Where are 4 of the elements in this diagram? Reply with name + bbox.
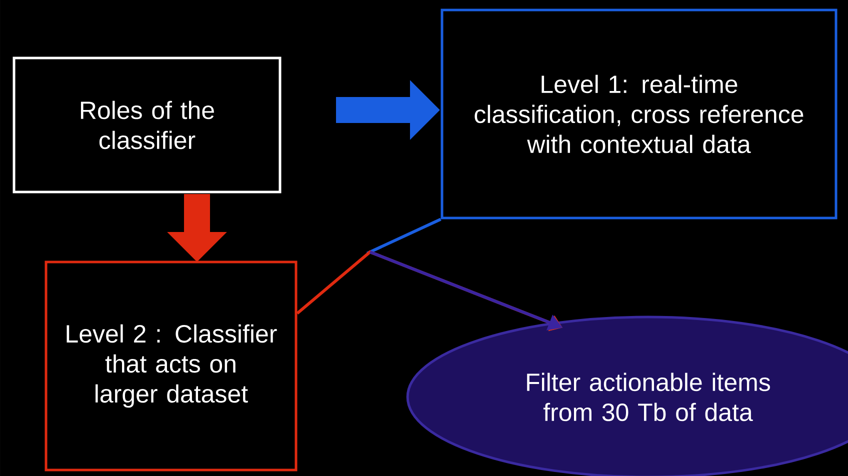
text-box: Level 2 : Classifier that acts on larger dataset — [44, 260, 298, 472]
ellipse-node: Filter actionable items from 30 Tb of data — [406, 316, 848, 476]
text-box: Level 1: real-time classification, cross reference with contextual data — [440, 8, 838, 220]
text-box: Roles of the classifier — [12, 56, 282, 194]
